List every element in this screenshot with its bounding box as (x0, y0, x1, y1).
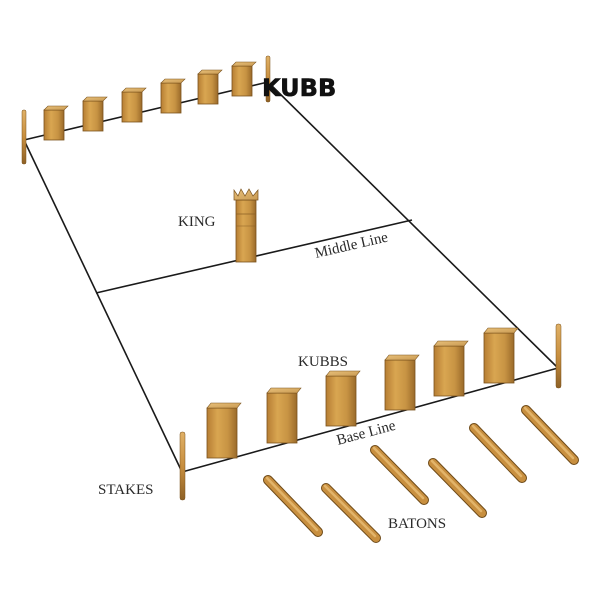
far-base-line (23, 81, 269, 141)
near-kubb (266, 387, 302, 444)
batons-label: BATONS (388, 516, 446, 532)
baton (263, 475, 323, 537)
king-label: KING (178, 214, 216, 230)
far-kubb (82, 96, 108, 132)
near-kubb (433, 340, 469, 397)
near-kubb (483, 327, 519, 384)
baton (521, 405, 579, 465)
near-kubb (384, 354, 420, 411)
baton (321, 483, 381, 543)
kubbs-label: KUBBS (298, 354, 348, 370)
near-base-line (181, 367, 559, 473)
near-kubb (206, 402, 242, 459)
stake-near-right (555, 323, 562, 389)
far-kubb (231, 61, 257, 97)
stake-near-left (179, 431, 186, 501)
near-kubb (325, 370, 361, 427)
left-side-line (23, 139, 183, 473)
far-kubb (160, 78, 186, 114)
baton (428, 458, 487, 518)
diagram-title: KUBB (262, 74, 336, 102)
baton (370, 445, 429, 505)
stake-far-right (265, 55, 271, 103)
far-kubb (43, 105, 69, 141)
baton (469, 423, 527, 483)
far-kubb (197, 69, 223, 105)
far-kubbs-row (43, 61, 257, 141)
far-kubb (121, 87, 147, 123)
stakes-label: STAKES (98, 482, 153, 498)
right-side-line (267, 81, 559, 369)
stake-far-left (21, 109, 27, 165)
near-kubbs-row (206, 327, 519, 459)
king-piece (233, 188, 259, 263)
batons (263, 405, 579, 543)
stakes (21, 55, 562, 501)
